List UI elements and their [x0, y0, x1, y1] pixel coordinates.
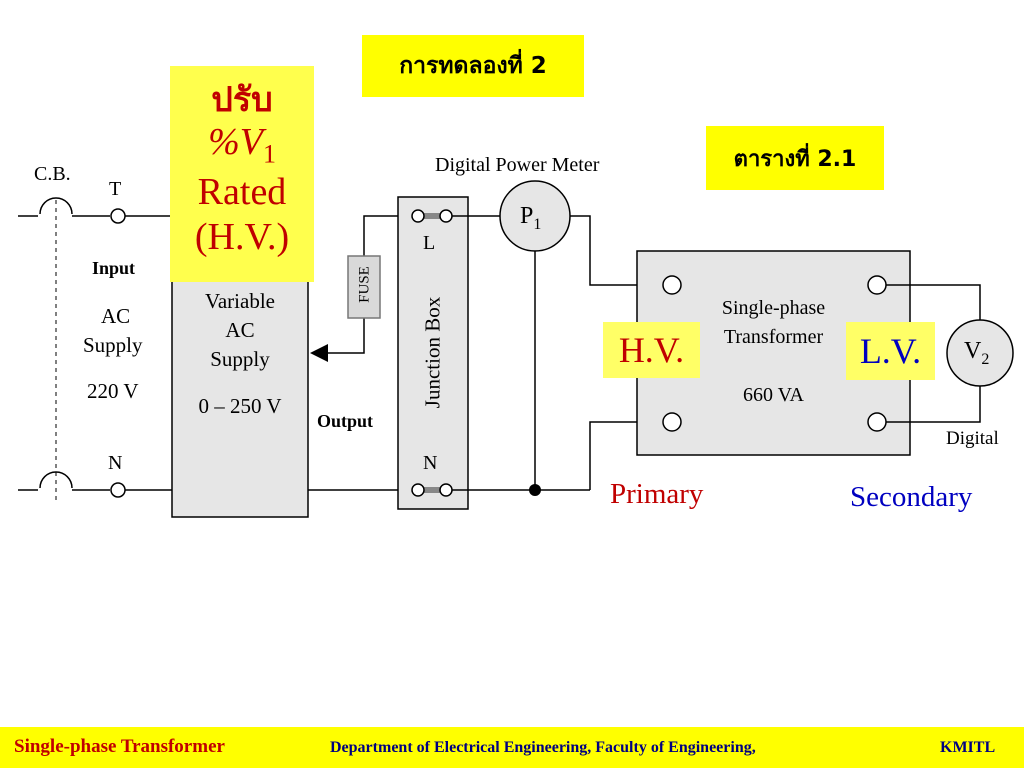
junction-terminal-n1 [411, 483, 425, 497]
variac-line2: AC [225, 318, 255, 342]
terminal-t-label: T [109, 178, 122, 200]
lv-terminal-top [867, 275, 887, 295]
voltmeter-symbol: V2 [964, 338, 990, 368]
junction-l-label: L [423, 232, 436, 254]
arrow-icon [310, 344, 328, 362]
power-meter-symbol: P1 [520, 203, 542, 233]
variac-range: 0 – 250 V [198, 394, 282, 418]
transformer-rating: 660 VA [743, 384, 804, 406]
junction-terminal-l2 [439, 209, 453, 223]
junction-box [397, 196, 469, 510]
percent-v-label: %V1 [208, 121, 276, 169]
adjust-note: ปรับ %V1 Rated (H.V.) [170, 66, 314, 282]
variac-line1: Variable [205, 289, 275, 313]
secondary-label: Secondary [850, 481, 973, 513]
circuit-breaker [18, 197, 73, 500]
hv-label: H.V. [603, 322, 700, 378]
power-meter-caption: Digital Power Meter [435, 154, 600, 176]
hv-terminal-top [662, 275, 682, 295]
fuse-label: FUSE [356, 266, 373, 303]
input-voltage: 220 V [87, 379, 139, 403]
input-title: Input [92, 258, 136, 278]
junction-n-label: N [423, 452, 438, 474]
terminal-n-label: N [108, 452, 123, 474]
output-label: Output [317, 411, 374, 431]
junction-box-label: Junction Box [420, 296, 445, 409]
fuse [347, 255, 381, 319]
neutral-junction-dot [529, 484, 541, 496]
primary-label: Primary [610, 478, 704, 510]
footer-title: Single-phase Transformer [14, 736, 225, 757]
breaker-label: C.B. [34, 163, 71, 185]
terminal-t [110, 208, 126, 224]
junction-terminal-n2 [439, 483, 453, 497]
input-ac: AC [101, 304, 131, 328]
transformer-line2: Transformer [723, 326, 824, 348]
table-reference: ตารางที่ 2.1 [706, 126, 884, 190]
input-supply: Supply [83, 333, 143, 357]
junction-terminal-l1 [411, 209, 425, 223]
hv-terminal-bottom [662, 412, 682, 432]
footer-department: Department of Electrical Engineering, Fa… [330, 739, 756, 756]
variac-line3: Supply [210, 347, 270, 371]
variac-box [171, 279, 309, 518]
rated-label: Rated [197, 171, 287, 214]
experiment-title: การทดลองที่ 2 [362, 35, 584, 97]
voltmeter-caption: Digital [946, 428, 999, 449]
lv-terminal-bottom [867, 412, 887, 432]
terminal-n [110, 482, 126, 498]
footer-institution: KMITL [940, 739, 996, 756]
transformer-line1: Single-phase [721, 297, 826, 319]
footer-bar: Single-phase Transformer Department of E… [0, 727, 1024, 768]
power-meter [499, 180, 571, 252]
voltmeter [946, 319, 1014, 387]
lv-label: L.V. [846, 322, 935, 380]
rated-hv-label: (H.V.) [194, 216, 290, 259]
adjust-thai-label: ปรับ [211, 80, 273, 120]
